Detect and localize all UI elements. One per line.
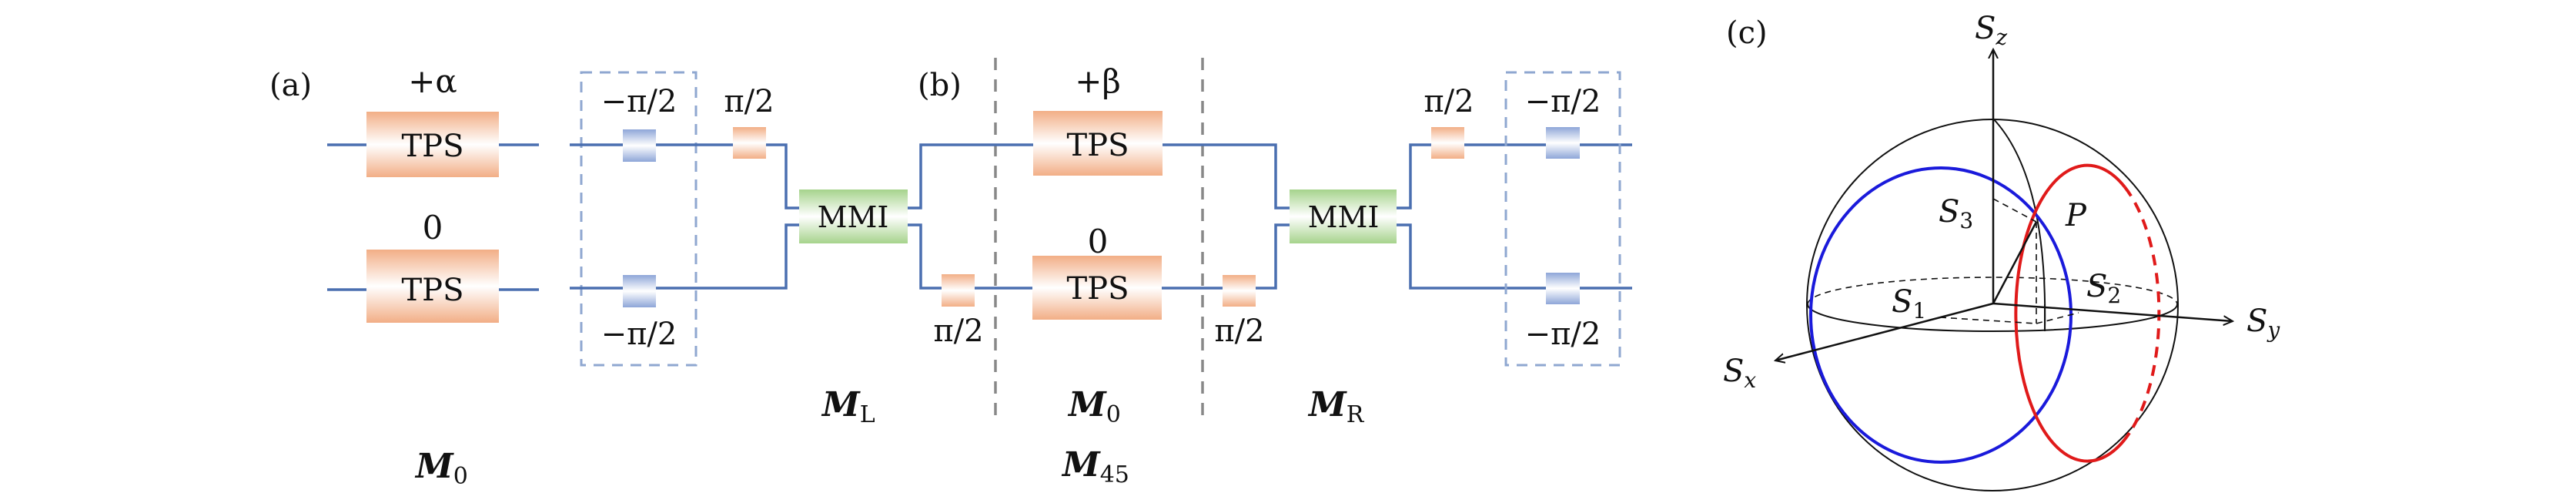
phase-shifter-blue: [623, 129, 656, 162]
tps-top-text: TPS: [402, 129, 464, 164]
tps-bottom-phase: 0: [423, 209, 443, 246]
phase-shifter-blue: [1546, 273, 1580, 304]
phase-label: π/2: [724, 84, 774, 119]
tps-top-box: [1033, 111, 1163, 176]
phase-label: π/2: [933, 314, 983, 349]
p-vector: [1992, 221, 2038, 304]
mmi-right-box: [1290, 189, 1397, 243]
red-trajectory-front: [2014, 163, 2131, 463]
red-trajectory-back: [2123, 186, 2161, 434]
phase-label: −π/2: [1525, 84, 1601, 119]
point-p-label: P: [2065, 198, 2087, 233]
mmi-left-box: [799, 189, 908, 243]
panel-b: (b) π/2 +β TPS 0 TPS π/2 M0 M45: [908, 58, 1290, 488]
left-section: −π/2 −π/2 π/2 MMI ML: [570, 71, 908, 428]
mmi-right-text: MMI: [1308, 200, 1380, 234]
equator-front: [1807, 304, 2178, 332]
tps-bottom-text: TPS: [402, 273, 464, 308]
panel-c-label: (c): [1726, 15, 1768, 51]
panel-a-label: (a): [269, 68, 312, 103]
phase-shifter-orange: [733, 127, 766, 159]
meridian-arc: [1992, 118, 2046, 332]
phase-shifter-orange: [1223, 275, 1256, 307]
phase-shifter-orange: [942, 274, 975, 307]
sy-axis-label: Sy: [2246, 304, 2280, 343]
matrix-m0-b: M0: [1067, 385, 1121, 428]
phase-label: π/2: [1423, 84, 1474, 119]
mmi-left-text: MMI: [818, 200, 889, 234]
wire: [1256, 223, 1290, 290]
sx-axis-label: Sx: [1723, 354, 1756, 393]
wire: [1163, 143, 1290, 210]
sx-axis-arrow: [1775, 302, 1994, 361]
sz-axis-label: Sz: [1975, 11, 2007, 50]
phase-label: −π/2: [601, 84, 677, 119]
matrix-ml: ML: [821, 385, 875, 428]
phase-shifter-blue: [1546, 127, 1580, 159]
tps-top-box: [366, 112, 499, 177]
right-section: MMI π/2 −π/2 −π/2 MR: [1290, 71, 1632, 428]
phase-label: −π/2: [601, 317, 677, 352]
s1-label: S1: [1892, 284, 1926, 324]
dashed-box-right: [1504, 71, 1621, 367]
phase-shifter-orange: [1431, 127, 1464, 159]
tps-top-phase: +α: [408, 62, 457, 100]
dashed-box-left: [580, 71, 698, 367]
phase-label: π/2: [1214, 314, 1264, 349]
matrix-m0-a: M0: [414, 447, 468, 490]
wire: [908, 223, 942, 290]
panel-c-poincare-sphere: (c) Sz Sx Sy S3 S1 S2 P: [1723, 11, 2280, 491]
s3-projection: [1992, 198, 2037, 223]
s2-label: S2: [2086, 269, 2121, 308]
tps-top-phase: +β: [1075, 62, 1120, 100]
matrix-m45: M45: [1061, 445, 1129, 488]
s3-label: S3: [1939, 194, 1973, 233]
sy-axis-arrow: [1992, 302, 2233, 321]
matrix-mr: MR: [1307, 385, 1365, 428]
phase-shifter-blue: [623, 275, 656, 307]
tps-bottom-text: TPS: [1067, 271, 1129, 307]
tps-bottom-box: [366, 250, 499, 323]
s2-projection: [2036, 312, 2079, 324]
wire: [766, 143, 799, 210]
wire: [656, 223, 799, 290]
wire: [1397, 143, 1431, 210]
phase-label: −π/2: [1525, 317, 1601, 352]
s1-projection: [1939, 317, 2037, 324]
panel-b-label: (b): [918, 68, 962, 103]
tps-bottom-box: [1032, 256, 1162, 320]
panel-a: (a) +α TPS 0 TPS M0: [269, 62, 539, 490]
equator-back: [1807, 277, 2178, 305]
wire: [908, 143, 1033, 210]
wire: [1397, 223, 1546, 290]
tps-bottom-phase: 0: [1088, 223, 1109, 260]
tps-top-text: TPS: [1067, 128, 1129, 163]
